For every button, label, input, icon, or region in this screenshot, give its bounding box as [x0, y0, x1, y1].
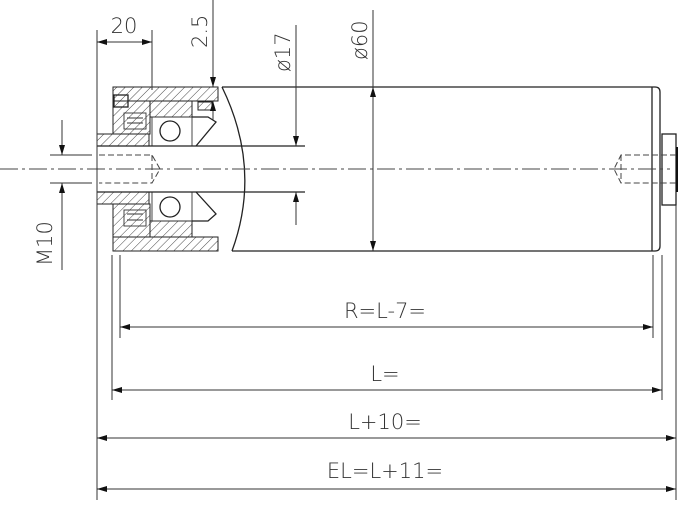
dimension-20: 20 [97, 14, 152, 45]
dim-m10-label: M10 [33, 221, 57, 266]
dimension-2-5: 2.5 [188, 0, 216, 120]
dim-20-label: 20 [111, 14, 138, 38]
length-plus-10-label: L+10= [348, 410, 422, 434]
dimension-dia-17: ø17 [271, 25, 299, 225]
left-end-cap-section [96, 86, 219, 252]
dimension-dia-60: ø60 [348, 10, 376, 251]
overall-length-label: EL=L+11= [327, 459, 443, 483]
roller-length-label: R=L-7= [344, 299, 426, 323]
length-label: L= [370, 362, 399, 386]
dimension-overall-length: EL=L+11= [97, 459, 676, 492]
dim-dia-17-label: ø17 [271, 32, 295, 72]
dim-dia-60-label: ø60 [348, 20, 372, 60]
dim-2-5-label: 2.5 [188, 15, 212, 48]
dimension-length: L= [112, 362, 662, 393]
dimension-m10: M10 [33, 120, 65, 270]
dimension-roller-length: R=L-7= [120, 299, 653, 330]
dimension-length-plus-10: L+10= [97, 410, 676, 441]
